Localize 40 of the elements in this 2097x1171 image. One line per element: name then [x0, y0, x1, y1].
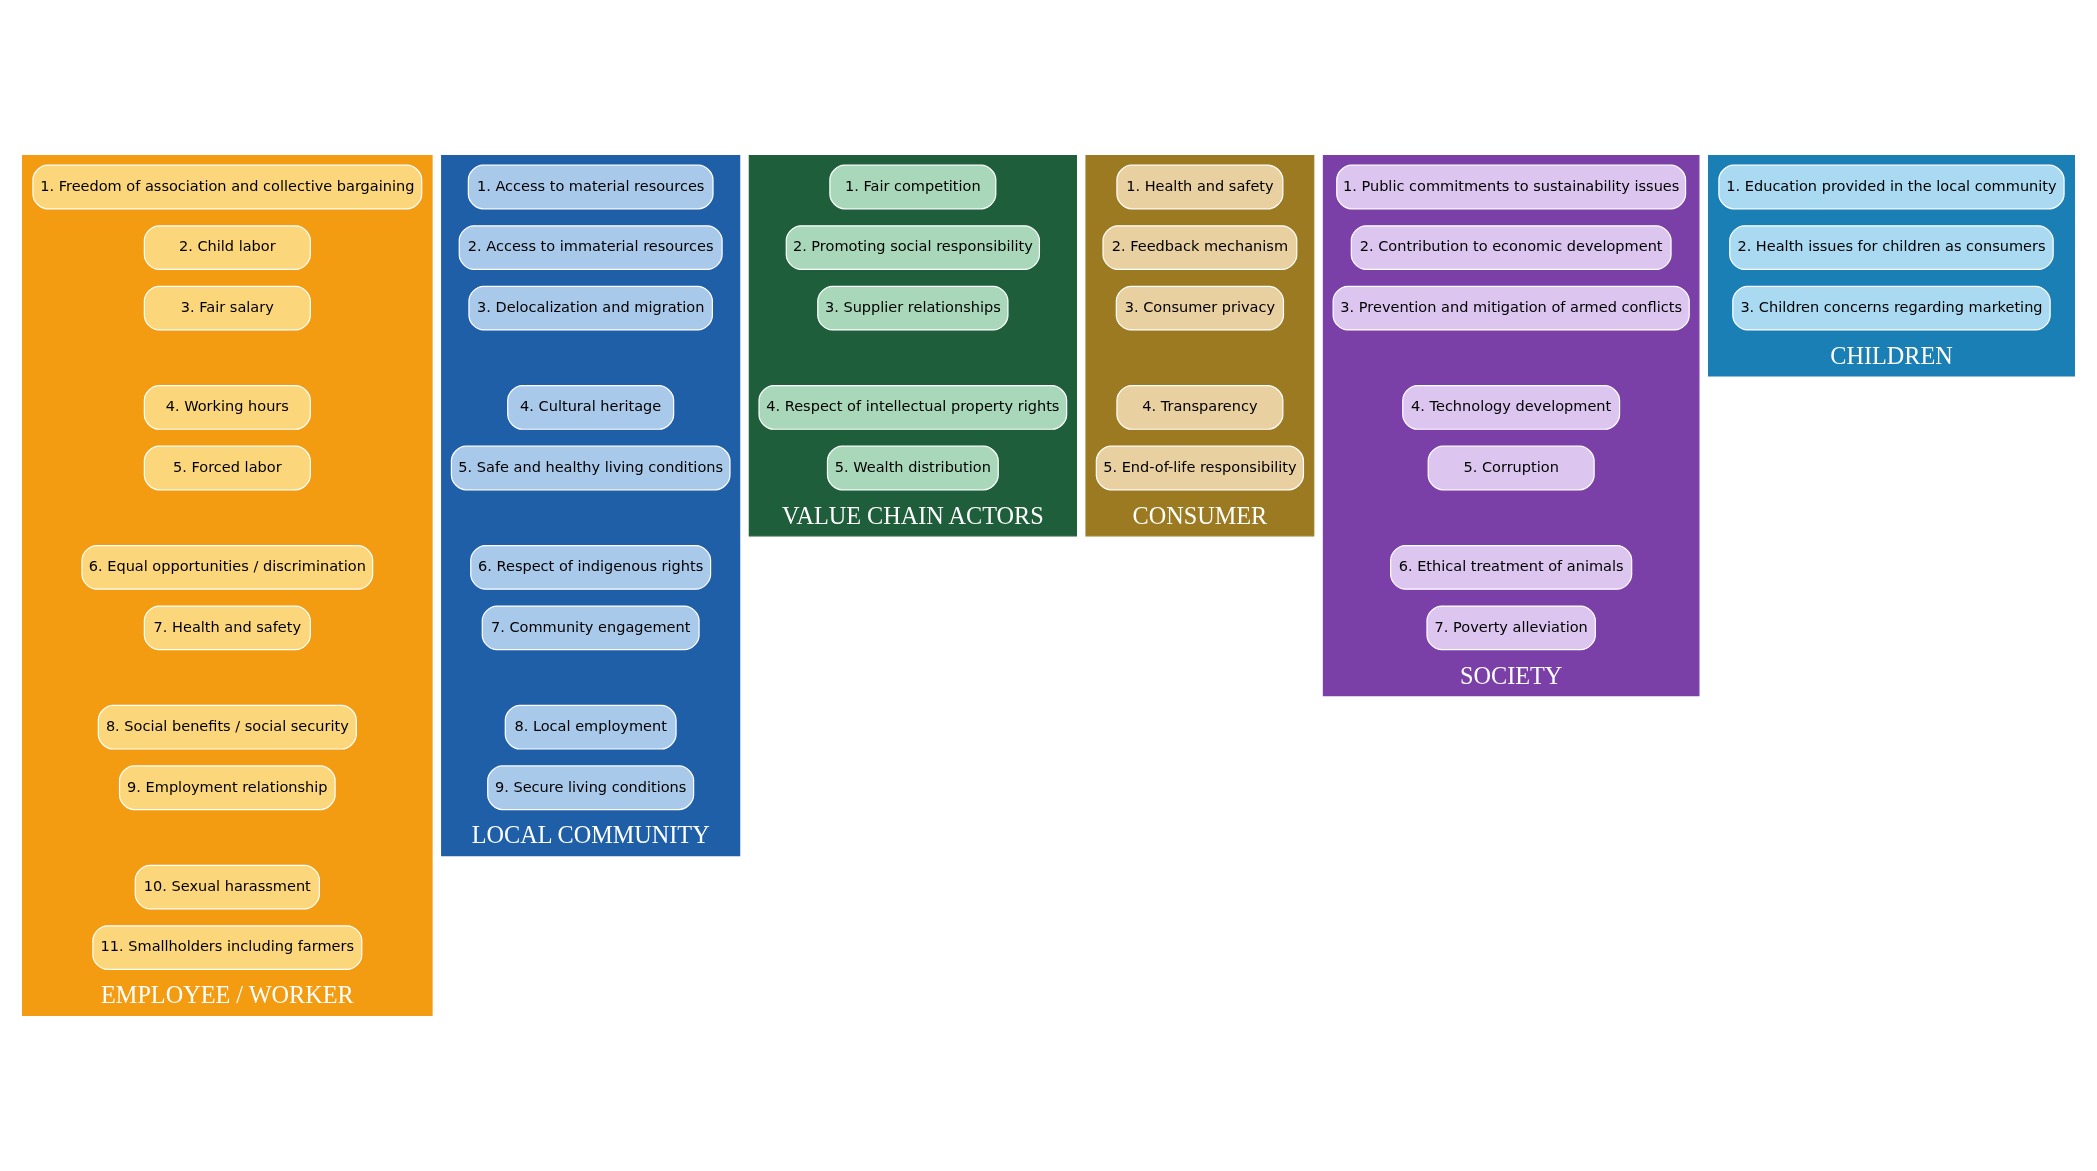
node-box: 2. Health issues for children as consumers — [1729, 225, 2054, 270]
node-box: 3. Prevention and mitigation of armed conflicts — [1332, 285, 1690, 331]
node-box: 1. Public commitments to sustainability issues — [1336, 164, 1687, 210]
node-box: 5. Safe and healthy living conditions — [450, 445, 731, 491]
node-box: 2. Contribution to economic development — [1350, 225, 1672, 270]
node-box: 1. Freedom of association and collective bargaining — [32, 164, 423, 210]
node-box: 5. Corruption — [1427, 445, 1595, 491]
node-box: 3. Children concerns regarding marketing — [1732, 285, 2051, 331]
node-box: 4. Cultural heritage — [507, 385, 675, 430]
node-box: 3. Supplier relationships — [817, 285, 1009, 331]
node-box: 8. Social benefits / social security — [97, 704, 357, 750]
node-box: 1. Fair competition — [829, 164, 997, 210]
node-box: 3. Delocalization and migration — [468, 285, 713, 331]
node-box: 7. Health and safety — [143, 605, 311, 651]
node-box: 1. Access to material resources — [467, 164, 714, 210]
node-box: 2. Access to immaterial resources — [458, 225, 723, 270]
node-box: 3. Fair salary — [143, 285, 311, 331]
node-box: 1. Health and safety — [1116, 164, 1284, 210]
node-box: 2. Promoting social responsibility — [785, 225, 1041, 270]
node-box: 6. Equal opportunities / discrimination — [81, 544, 374, 590]
node-box: 6. Ethical treatment of animals — [1390, 544, 1633, 590]
node-box: 7. Poverty alleviation — [1426, 605, 1596, 651]
node-box: 1. Education provided in the local community — [1718, 164, 2065, 210]
node-box: 5. End-of-life responsibility — [1095, 445, 1305, 491]
node-box: 9. Employment relationship — [118, 765, 336, 811]
node-box: 6. Respect of indigenous rights — [470, 544, 712, 590]
node-box: 2. Feedback mechanism — [1102, 225, 1298, 270]
node-box: 9. Secure living conditions — [487, 765, 695, 811]
node-box: 3. Consumer privacy — [1115, 285, 1285, 331]
node-box: 4. Technology development — [1402, 385, 1621, 430]
node-box: 4. Transparency — [1116, 385, 1284, 430]
node-box: 4. Working hours — [143, 385, 311, 430]
node-box: 5. Forced labor — [143, 445, 311, 491]
node-box: 7. Community engagement — [481, 605, 700, 651]
node-box: 2. Child labor — [143, 225, 311, 270]
node-box: 8. Local employment — [504, 704, 677, 750]
node-box: 5. Wealth distribution — [826, 445, 999, 491]
node-box: 11. Smallholders including farmers — [92, 925, 363, 971]
node-box: 4. Respect of intellectual property rights — [758, 385, 1068, 430]
node-box: 10. Sexual harassment — [134, 864, 320, 910]
